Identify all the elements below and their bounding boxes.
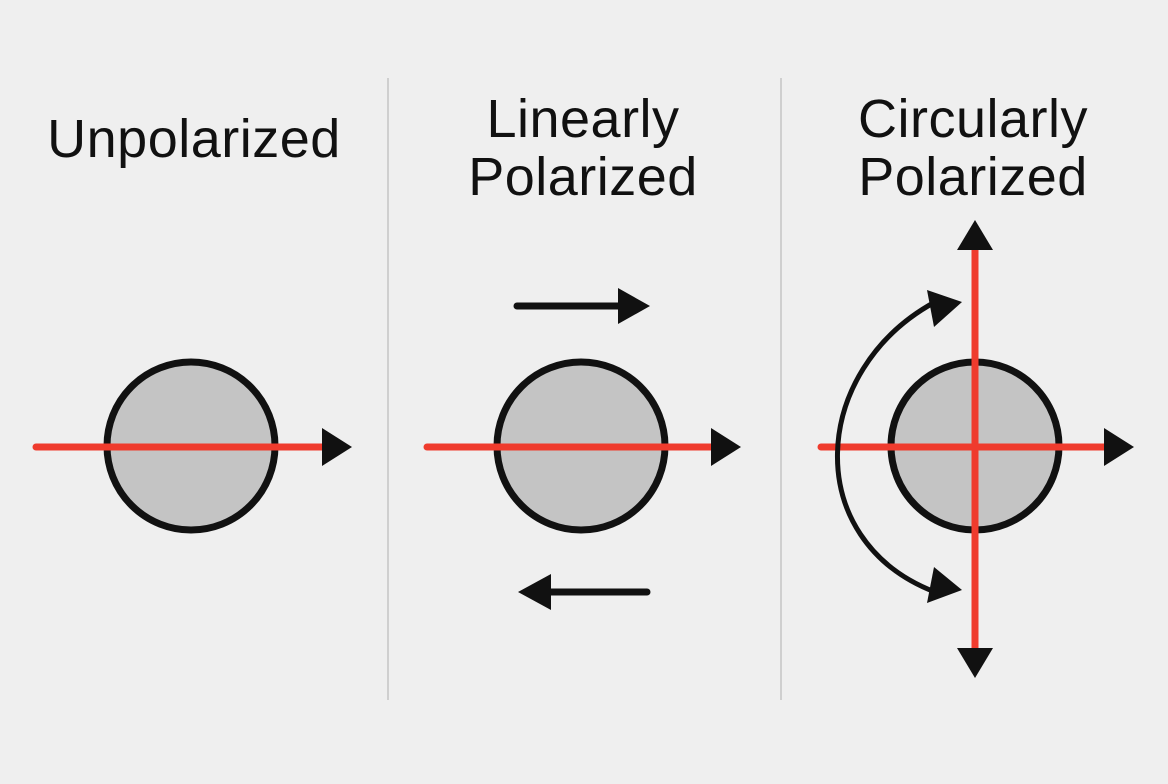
title-line: Circularly [857,89,1089,149]
arrowhead-right-icon [711,428,741,466]
arrowhead-right-icon [1104,428,1134,466]
rotation-arc [835,299,938,595]
panel-title-circularly-polarized: Circularly Polarized [778,90,1168,206]
panel-title-unpolarized: Unpolarized [0,110,388,168]
arrowhead-up-icon [957,220,993,250]
arrowhead-left-icon [518,574,551,610]
title-line: Polarized [858,147,1088,207]
arrowhead-right-icon [618,288,650,324]
panel-title-linearly-polarized: Linearly Polarized [388,90,778,206]
arrowhead-down-icon [957,648,993,678]
unpolarized-panel [32,358,352,534]
title-line: Unpolarized [47,109,341,169]
linear-panel [423,288,741,610]
arrowhead-rotation-top-icon [927,290,962,327]
title-line: Polarized [468,147,698,207]
title-line: Linearly [486,89,680,149]
arrowhead-rotation-bottom-icon [927,567,962,603]
arrowhead-right-icon [322,428,352,466]
circular-panel [817,220,1134,678]
